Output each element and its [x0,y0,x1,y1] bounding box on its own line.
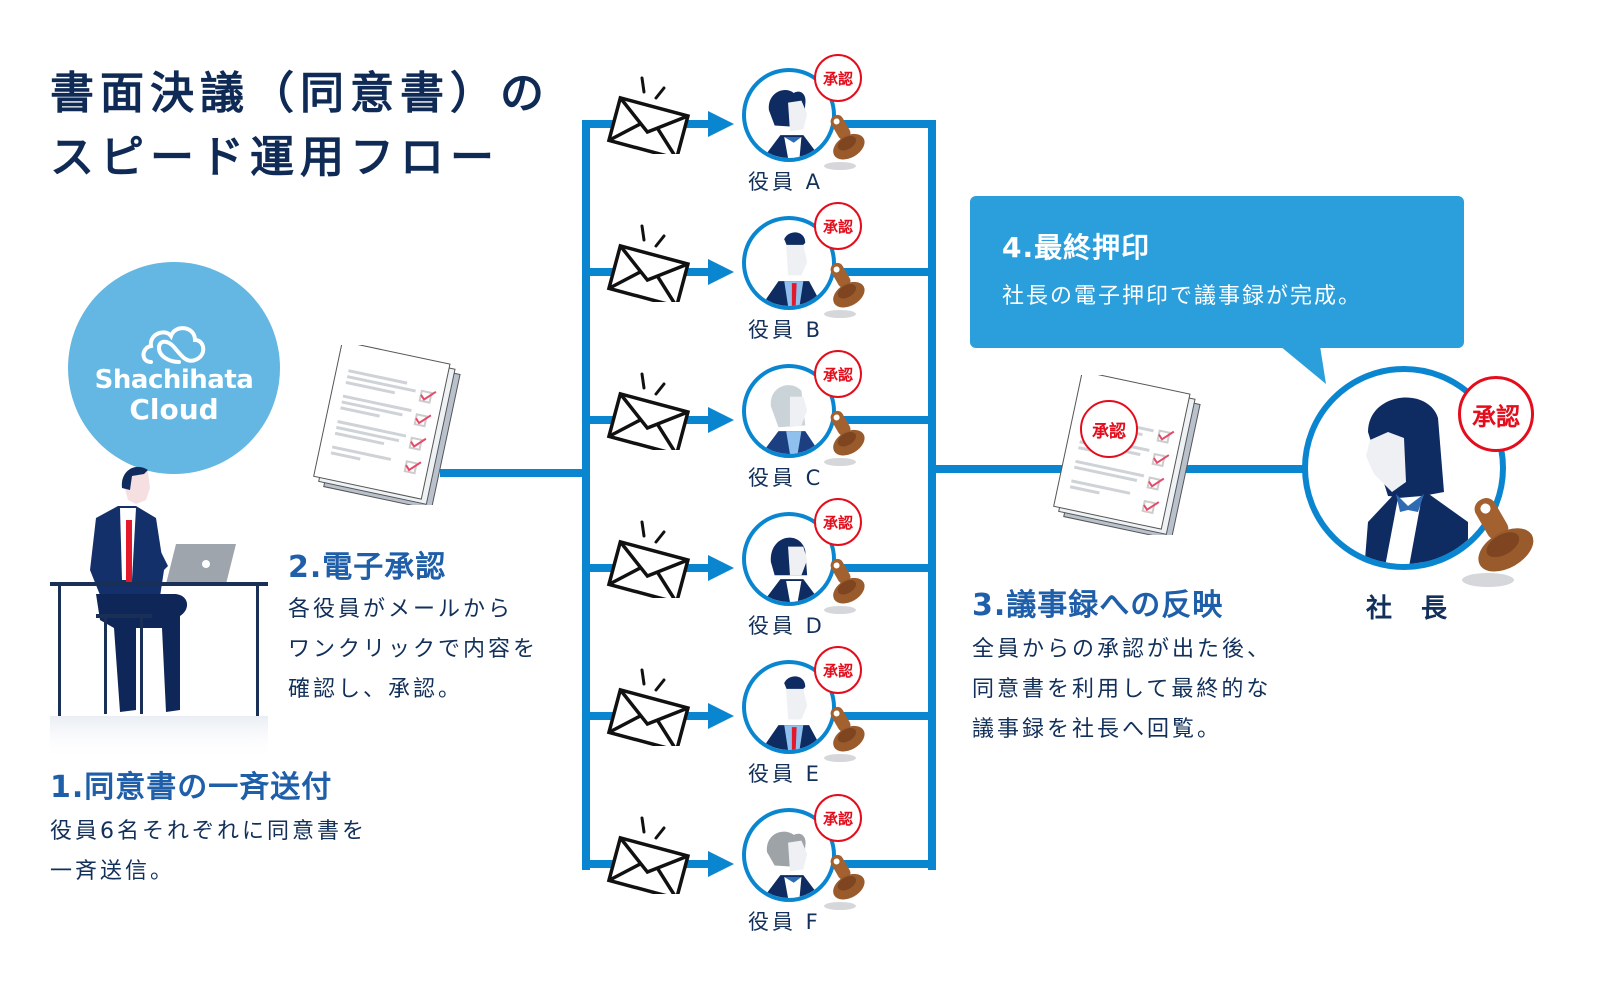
executive-avatar [742,216,836,310]
cloud-logo-icon [141,326,206,364]
person-icon [761,385,821,454]
executive-label: 役員 D [748,614,825,638]
envelope-icon [606,76,691,154]
step-3-body-line: 全員からの承認が出た後、 [972,637,1273,662]
feed-line [440,469,590,477]
step-2-title: 2.電子承認 [288,550,447,585]
stamp-icon [824,558,865,614]
person-icon [761,232,823,306]
brand-logo: Shachihata Cloud [68,322,280,426]
approved-documents-icon [1053,375,1201,535]
step-4-title: 4.最終押印 [1002,231,1151,264]
executive-avatar [742,808,836,902]
executive-node: 承認 役員 E [742,646,865,810]
step-2-body-line: 確認し、承認。 [288,677,464,702]
branch-line-out [840,860,936,868]
envelope-icon [606,372,691,450]
approval-seal: 承認 [814,498,862,546]
stamp-icon [824,114,865,170]
arrow-right-icon [708,555,734,581]
president-approval-seal: 承認 [1458,376,1534,452]
step-4-callout: 4.最終押印 社長の電子押印で議事録が完成。 [970,196,1464,348]
stamp-icon [824,262,865,318]
step-2: 2.電子承認 各役員がメールから ワンクリックで内容を 確認し、承認。 [288,542,538,710]
envelope-icon [606,520,691,598]
step-3-title: 3.議事録への反映 [972,588,1224,623]
person-icon [761,676,823,750]
executive-label: 役員 E [748,762,822,786]
step-3-body-line: 同意書を利用して最終的な [972,677,1272,702]
approval-seal: 承認 [814,646,862,694]
stamp-icon [824,410,865,466]
approval-seal: 承認 [814,350,862,398]
title-line-1: 書面決議（同意書）の [50,68,550,119]
callout-tail [1280,346,1326,384]
executive-label: 役員 A [748,170,824,194]
step-1-body-line: 役員6名それぞれに同意書を [50,819,367,844]
stamp-icon [824,854,865,910]
step-4-body: 社長の電子押印で議事録が完成。 [1002,284,1363,309]
brand-circle [68,262,280,474]
person-icon [763,90,821,158]
step-2-body-line: 各役員がメールから [288,597,514,622]
stamp-icon [824,706,865,762]
step-3-body-line: 議事録を社長へ回覧。 [972,717,1223,742]
step-1: 1.同意書の一斉送付 役員6名それぞれに同意書を 一斉送信。 [50,762,367,892]
arrow-right-icon [708,407,734,433]
envelope-icon [606,816,691,894]
arrow-right-icon [708,703,734,729]
person-icon [763,537,821,602]
step-3-body: 全員からの承認が出た後、 同意書を利用して最終的な 議事録を社長へ回覧。 [972,630,1272,750]
left-bus-line [582,120,590,870]
step-2-body-line: ワンクリックで内容を [288,637,539,662]
person-icon [763,831,821,898]
president-stamp-icon [1462,498,1534,587]
branch-line-out [840,416,936,424]
president-label: 社 長 [1366,594,1458,624]
approval-seal: 承認 [814,202,862,250]
branch-line-out [840,120,936,128]
executive-node: 承認 役員 C [742,350,865,514]
arrow-right-icon [708,851,734,877]
document-approval-seal: 承認 [1080,400,1138,458]
step-2-body: 各役員がメールから ワンクリックで内容を 確認し、承認。 [288,590,538,710]
title-line-2: スピード運用フロー [50,132,500,183]
executive-node: 承認 役員 A [742,54,865,218]
envelope-icon [606,224,691,302]
arrow-right-icon [708,259,734,285]
step-1-body: 役員6名それぞれに同意書を 一斉送信。 [50,812,367,892]
approval-seal: 承認 [814,794,862,842]
executive-label: 役員 F [748,910,821,934]
businessman-illustration [50,466,268,760]
executive-node: 承認 役員 D [742,498,865,662]
branch-line-out [840,712,936,720]
documents-icon [313,345,461,505]
arrow-right-icon [708,111,734,137]
step-3: 3.議事録への反映 全員からの承認が出た後、 同意書を利用して最終的な 議事録を… [972,580,1272,750]
approval-seal: 承認 [814,54,862,102]
president-figure-icon [1364,397,1468,564]
page-title: 書面決議（同意書）の スピード運用フロー [50,62,550,190]
right-bus-line [928,120,936,870]
step-1-title: 1.同意書の一斉送付 [50,770,333,805]
branch-line-out [840,268,936,276]
step-1-body-line: 一斉送信。 [50,859,176,884]
executive-node: 承認 役員 B [742,202,865,366]
brand-name-line-1: Shachihata [94,365,254,395]
brand-name-line-2: Cloud [129,393,219,426]
envelope-icon [606,668,691,746]
executive-node: 承認 役員 F [742,794,865,958]
executive-label: 役員 C [748,466,824,490]
branch-line-out [840,564,936,572]
executive-avatar [742,68,836,162]
executive-label: 役員 B [748,318,824,342]
